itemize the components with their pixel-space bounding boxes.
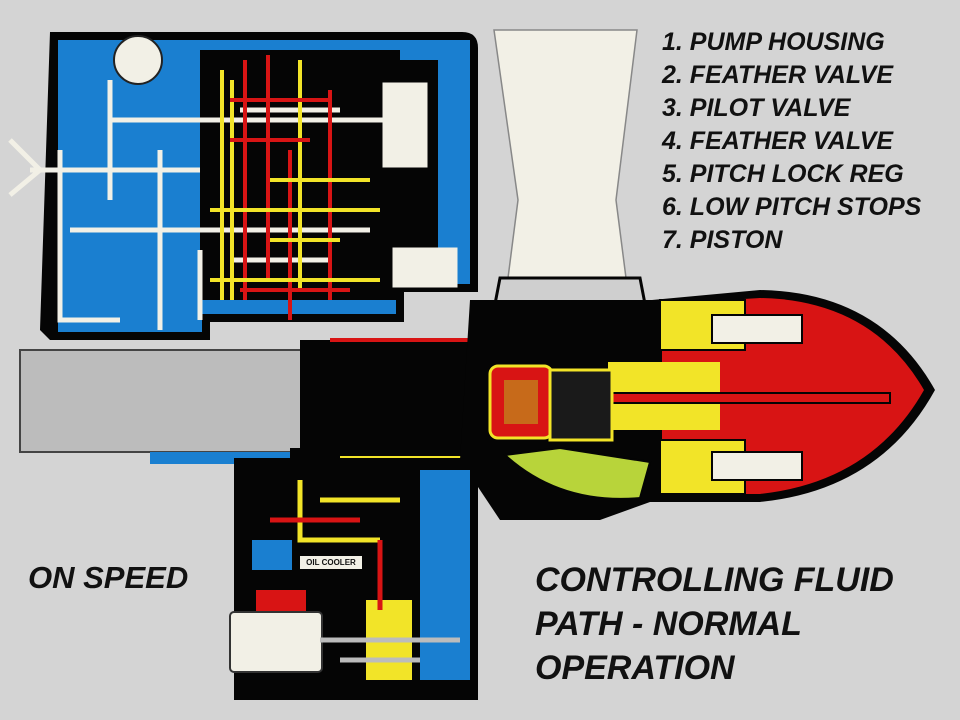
legend-item-pitch-lock-reg: 5. PITCH LOCK REG xyxy=(662,160,904,188)
diagram-title-line-2: PATH - NORMAL xyxy=(535,605,802,643)
legend-item-low-pitch-stops: 6. LOW PITCH STOPS xyxy=(662,193,922,221)
legend-item-feather-valve: 2. FEATHER VALVE xyxy=(662,61,894,89)
legend-item-feather-valve-2: 4. FEATHER VALVE xyxy=(662,127,894,155)
pump-housing-lower xyxy=(229,458,478,700)
legend-item-pump-housing: 1. PUMP HOUSING xyxy=(662,28,885,56)
legend-item-piston: 7. PISTON xyxy=(662,226,783,254)
operating-state-label: ON SPEED xyxy=(28,560,189,595)
component-legend: 1. PUMP HOUSING 2. FEATHER VALVE 3. PILO… xyxy=(662,26,921,257)
propeller-blade xyxy=(488,29,652,332)
propeller-hub xyxy=(460,290,935,520)
legend-item-pilot-valve: 3. PILOT VALVE xyxy=(662,94,851,122)
diagram-title-line-1: CONTROLLING FLUID xyxy=(535,561,894,599)
diagram-title: CONTROLLING FLUID PATH - NORMAL OPERATIO… xyxy=(535,558,955,690)
control-linkages xyxy=(8,35,458,330)
drive-shaft xyxy=(19,338,520,468)
fluid-passages-upper xyxy=(210,55,380,320)
diagram-title-line-3: OPERATION xyxy=(535,649,735,687)
oil-cooler-label: OIL COOLER xyxy=(300,556,362,569)
pump-housing-upper xyxy=(40,32,478,340)
